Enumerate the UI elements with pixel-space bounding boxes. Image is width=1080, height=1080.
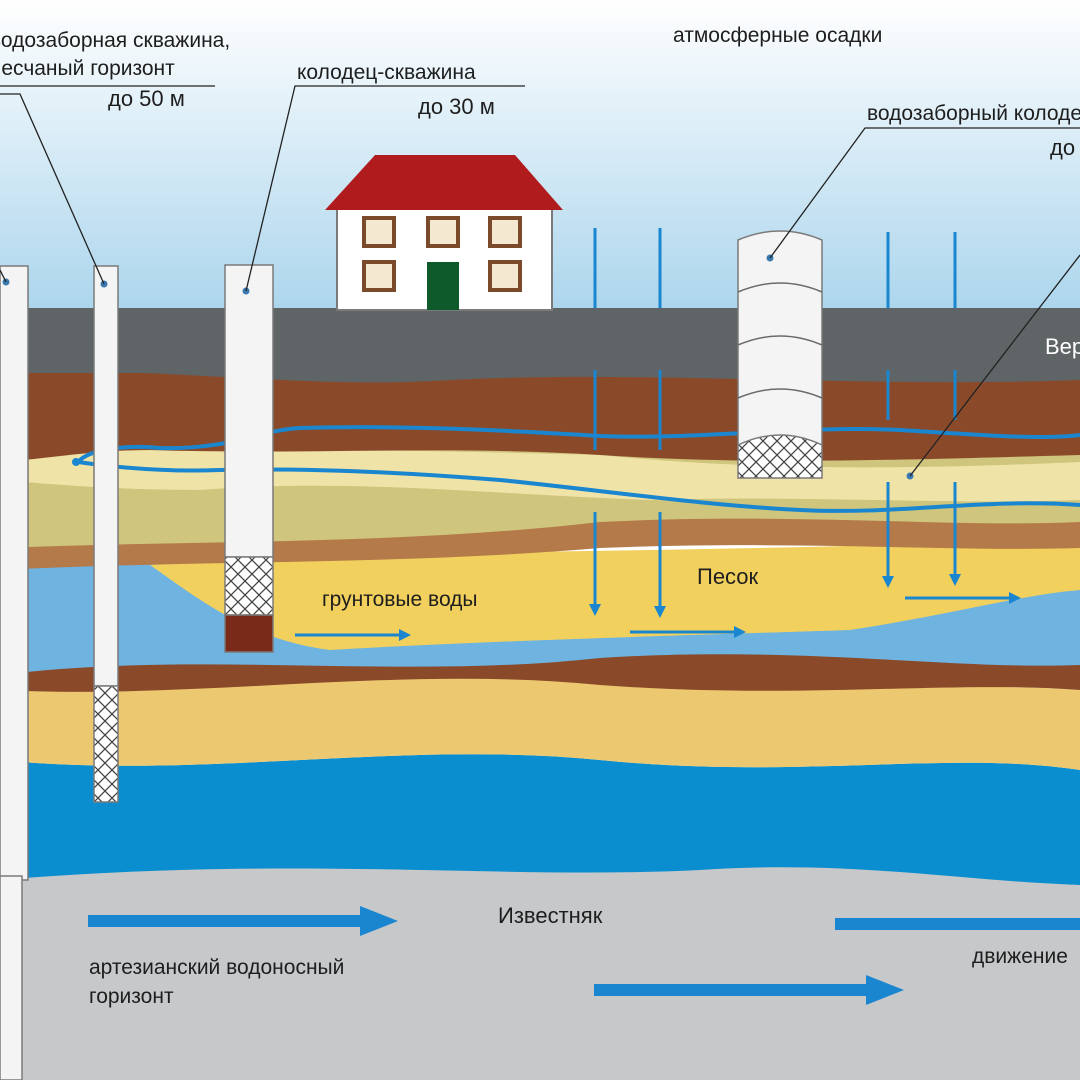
water-table-line [76, 425, 1080, 464]
house-window [362, 216, 396, 248]
house-window [426, 216, 460, 248]
well-borehole-plug [224, 614, 274, 653]
house-window [488, 216, 522, 248]
intake-well-depth: до [1050, 135, 1076, 160]
groundwater-flow-arrows [295, 592, 1021, 641]
artesian-flow-arrows [88, 906, 1080, 1005]
precipitation-label: атмосферные осадки [673, 24, 883, 47]
flow-arrow-icon [88, 906, 398, 936]
downward-arrows [589, 482, 961, 618]
water-table-line-lower [77, 460, 1080, 513]
artesian-label: артезианский водоносный [89, 956, 345, 979]
leader-line [909, 254, 1080, 477]
leader-line [0, 93, 105, 285]
topsoil-layer [0, 308, 1080, 373]
flow-arrow-icon [835, 918, 1080, 930]
flow-arrow-icon [594, 975, 904, 1005]
limestone-label: Известняк [498, 903, 603, 928]
precipitation-lines [593, 228, 957, 450]
artesian-label-2: горизонт [89, 985, 174, 1008]
lower-clay-layer [0, 652, 1080, 692]
intake-well-ring [737, 335, 823, 346]
lower-sand-layer [0, 674, 1080, 770]
filter-mesh-icon [737, 434, 823, 479]
intake-well-body [737, 230, 823, 446]
leader-line [769, 127, 1080, 259]
well-borehole-casing [224, 264, 274, 558]
well-borehole-label: колодец-скважина [297, 61, 476, 84]
well-borehole-depth: до 30 м [418, 94, 495, 119]
filter-mesh-icon [224, 556, 274, 616]
artesian-borehole-casing-lower [0, 875, 23, 1080]
house-door [427, 262, 459, 310]
artesian-borehole-casing [0, 265, 29, 881]
artesian-aquifer-layer [0, 754, 1080, 885]
sand-label: Песок [697, 564, 759, 589]
leader-line [0, 269, 7, 283]
sand-borehole-label: водозаборная скважина, [0, 29, 231, 52]
house-window [488, 260, 522, 292]
perched-water-label: Верховодка [1045, 334, 1080, 359]
intake-well [737, 230, 823, 479]
water-movement-label: движение [972, 945, 1068, 968]
house-icon [325, 155, 563, 311]
house-window [362, 260, 396, 292]
filter-mesh-icon [93, 685, 119, 803]
sand-layer [150, 540, 1080, 650]
intake-well-label: водозаборный колодец [867, 102, 1080, 125]
leader-lines [0, 85, 1080, 477]
sand-borehole-casing [93, 265, 119, 687]
intake-well-ring [737, 388, 823, 399]
sand-borehole-label-2: песчаный горизонт [0, 57, 175, 80]
groundwater-label: грунтовые воды [322, 588, 478, 611]
sand-borehole-depth: до 50 м [108, 86, 185, 111]
intake-well-ring [737, 282, 823, 293]
house-roof [325, 155, 563, 210]
leader-line [245, 85, 525, 292]
pointer-dot [72, 458, 80, 466]
